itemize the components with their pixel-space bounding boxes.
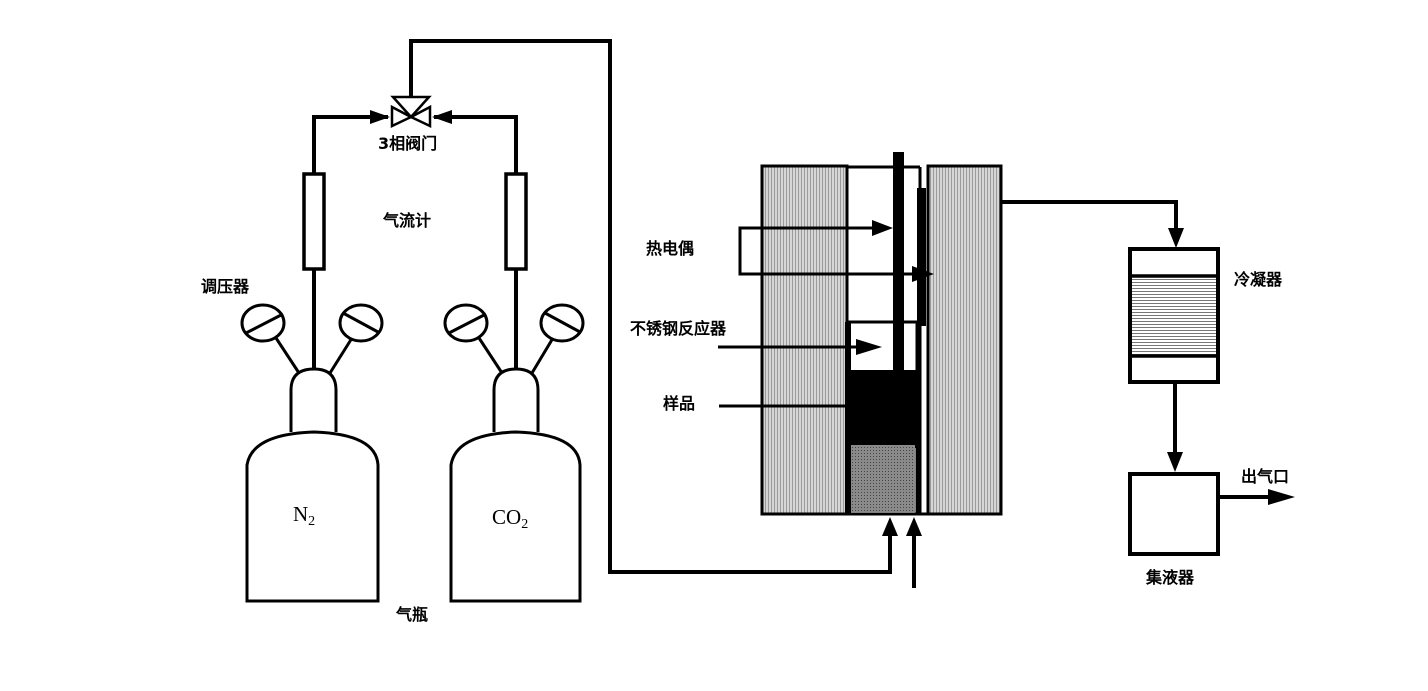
collector-inlet-arrow-icon xyxy=(1167,452,1183,472)
thermocouple-rod-inner xyxy=(893,152,904,370)
co2-cylinder-label: CO2 xyxy=(492,505,528,532)
sample-label: 样品 xyxy=(663,394,695,413)
gas-supply-piping xyxy=(312,39,892,574)
sample-support xyxy=(851,445,915,512)
flow-meter-label: 气流计 xyxy=(382,211,431,230)
gas-outlet-label: 出气口 xyxy=(1241,467,1289,486)
n2-gauge-stem-right xyxy=(328,337,354,374)
co2-cylinder-body xyxy=(449,430,582,603)
pressure-gauge-icon xyxy=(539,303,585,343)
furnace xyxy=(760,152,1003,516)
secondary-inlet-arrow-icon xyxy=(906,517,922,536)
n2-cylinder-body xyxy=(245,430,380,603)
n2-regulator-valve-head xyxy=(289,367,338,432)
n2-gauge-stem-left xyxy=(274,337,301,374)
sample-bed xyxy=(847,370,917,448)
co2-regulator-valve-head xyxy=(492,367,540,432)
thermocouple-label: 热电偶 xyxy=(646,239,694,258)
co2-line-upper xyxy=(434,115,518,175)
n2-arrow-head xyxy=(370,110,390,124)
condenser xyxy=(1128,247,1220,384)
pressure-gauge-icon xyxy=(338,303,384,343)
n2-cylinder: N2 xyxy=(240,303,384,603)
co2-gauge-stem-left xyxy=(477,337,504,374)
thermocouple-leader xyxy=(738,226,912,276)
thermocouple-rod-outer xyxy=(917,188,926,326)
gas-inlet-arrow-icon xyxy=(882,517,898,536)
furnace-insulation-left xyxy=(760,164,849,516)
three-way-valve-label: 3相阀门 xyxy=(378,134,437,153)
reactor-arrow-head xyxy=(856,339,882,355)
three-way-valve-icon xyxy=(390,95,432,128)
furnace-insulation-right xyxy=(926,164,1003,516)
condenser-inlet-arrow-icon xyxy=(1168,228,1184,248)
co2-arrow-head xyxy=(432,110,452,124)
reactor-label: 不锈钢反应器 xyxy=(630,319,727,338)
collector-label: 集液器 xyxy=(1145,568,1195,587)
thermocouple-arrow-head xyxy=(912,266,934,282)
valve-to-reactor-pipe xyxy=(409,39,892,574)
pressure-gauge-icon xyxy=(240,303,286,343)
thermocouple-arrow-head xyxy=(872,220,893,236)
liquid-collector xyxy=(1128,472,1220,556)
flow-meter-co2 xyxy=(504,172,528,271)
reactor-to-condenser-pipe xyxy=(1001,200,1178,230)
gas-outlet-arrow-icon xyxy=(1268,489,1295,505)
condenser-label: 冷凝器 xyxy=(1234,270,1283,289)
condenser-coil xyxy=(1132,277,1216,355)
stainless-steel-reactor xyxy=(845,320,919,516)
co2-gauge-stem-right xyxy=(530,337,555,374)
n2-line-upper xyxy=(312,115,388,175)
n2-cylinder-label: N2 xyxy=(293,502,315,529)
regulator-label: 调压器 xyxy=(201,277,250,296)
gas-cylinder-label: 气瓶 xyxy=(395,605,428,624)
flow-meter-n2 xyxy=(302,172,326,271)
pressure-gauge-icon xyxy=(443,303,489,343)
co2-cylinder: CO2 xyxy=(443,303,585,603)
